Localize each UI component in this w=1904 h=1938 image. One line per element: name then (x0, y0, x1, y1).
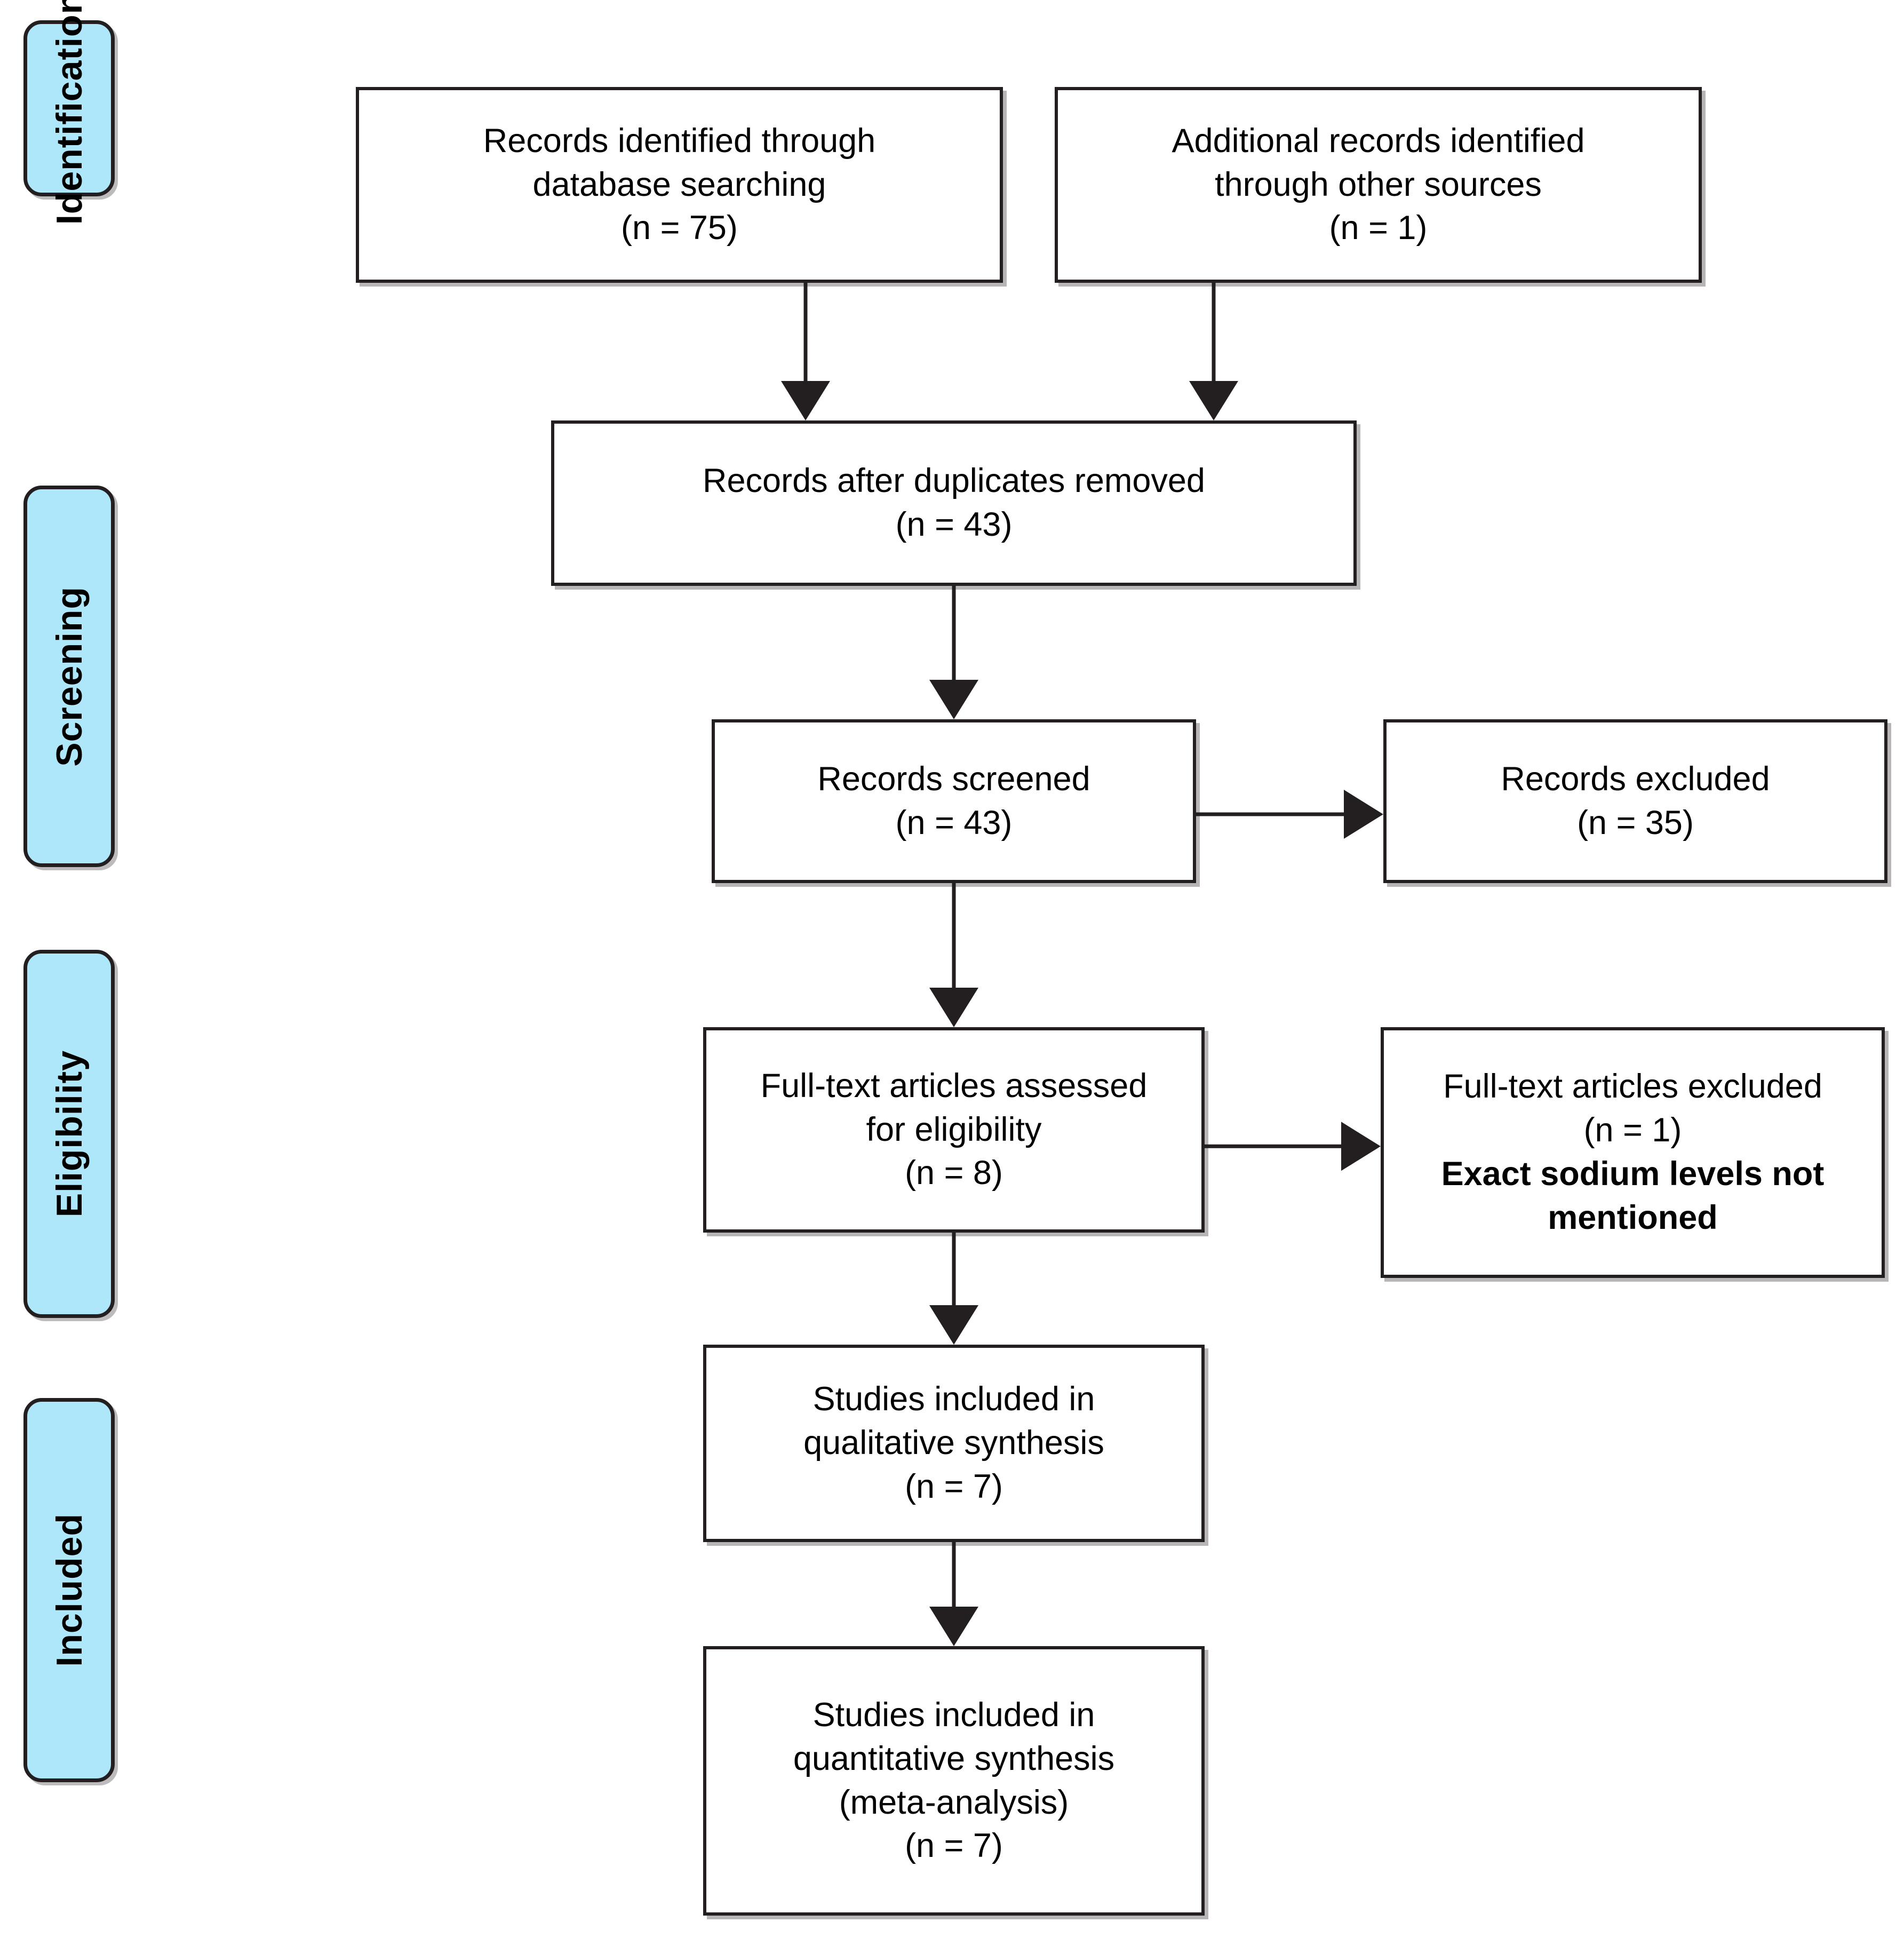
stage-label: Screening (49, 586, 90, 767)
connector-fulltext-to-fulltext-excluded-head (1341, 1122, 1381, 1171)
stage-label: Eligibility (49, 1050, 90, 1218)
flow-box-line: (n = 7) (905, 1467, 1003, 1505)
flow-box-line: (n = 8) (905, 1154, 1003, 1192)
flow-box-line: (n = 75) (621, 209, 738, 247)
flow-box-line: Studies included in (812, 1696, 1095, 1734)
flow-box-line: qualitative synthesis (803, 1424, 1104, 1462)
flow-box-text: Full-text articles assessed for eligibili… (751, 1065, 1157, 1196)
flow-box-records-identified-database: Records identified through database searc… (356, 87, 1003, 283)
flow-box-line: (n = 7) (905, 1827, 1003, 1865)
stage-label: Included (49, 1513, 90, 1667)
flow-box-line: (n = 35) (1577, 804, 1694, 841)
connector-screened-to-fulltext-head (929, 988, 978, 1027)
flow-box-line: (n = 43) (895, 506, 1013, 543)
flow-box-line: Records excluded (1501, 760, 1770, 798)
stage-pill-identification: Identification (23, 0, 115, 225)
connector-additional-to-duplicates-head (1189, 381, 1238, 420)
flow-box-line: (n = 1) (1329, 209, 1428, 247)
flow-box-line: Records after duplicates removed (703, 462, 1205, 500)
flow-box-line: Records identified through (483, 122, 876, 160)
flow-box-line: Full-text articles excluded (1443, 1068, 1822, 1106)
stage-label: Identification (49, 0, 90, 225)
flow-box-text: Studies included in qualitative synthesis… (794, 1378, 1114, 1509)
flow-box-records-screened: Records screened (n = 43) (712, 719, 1196, 883)
flow-box-text: Full-text articles excluded (n = 1) Exact … (1432, 1065, 1834, 1240)
flow-box-full-text-articles-excluded: Full-text articles excluded (n = 1) Exact … (1381, 1027, 1885, 1278)
flow-box-line: (n = 1) (1583, 1111, 1682, 1149)
flow-box-text: Records screened (n = 43) (808, 758, 1100, 845)
connector-fulltext-to-qualitative-head (929, 1305, 978, 1345)
flow-box-line: quantitative synthesis (793, 1740, 1115, 1777)
flow-box-studies-quantitative-synthesis: Studies included in quantitative synthesi… (703, 1646, 1205, 1916)
connector-duplicates-to-screened-head (929, 680, 978, 719)
flow-box-line: Studies included in (812, 1380, 1095, 1418)
flow-box-line: mentioned (1548, 1198, 1718, 1236)
flow-box-text: Records after duplicates removed (n = 43) (693, 459, 1215, 547)
flow-box-line: Records screened (817, 760, 1090, 798)
flow-box-line: Exact sodium levels not (1441, 1155, 1825, 1193)
stage-pill-eligibility: Eligibility (23, 950, 115, 1318)
flow-box-text: Additional records identified through oth… (1162, 120, 1595, 251)
flow-box-studies-qualitative-synthesis: Studies included in qualitative synthesis… (703, 1345, 1205, 1542)
flow-box-line: (n = 43) (895, 804, 1013, 841)
flow-box-line: through other sources (1215, 165, 1542, 203)
flow-box-additional-records-other-sources: Additional records identified through oth… (1055, 87, 1702, 283)
flow-box-records-excluded: Records excluded (n = 35) (1383, 719, 1887, 883)
flow-box-line: (meta-analysis) (839, 1783, 1069, 1821)
flow-box-records-after-duplicates-removed: Records after duplicates removed (n = 43) (551, 420, 1357, 586)
flow-box-line: Additional records identified (1172, 122, 1585, 160)
connector-identified-to-duplicates-head (781, 381, 830, 420)
stage-pill-screening: Screening (23, 486, 115, 867)
flow-box-text: Records excluded (n = 35) (1491, 758, 1779, 845)
flow-box-line: for eligibility (866, 1110, 1042, 1148)
flow-box-text: Studies included in quantitative synthesi… (784, 1694, 1124, 1869)
flow-box-line: database searching (532, 165, 826, 203)
flow-box-line: Full-text articles assessed (760, 1067, 1148, 1105)
connector-qualitative-to-quantitative-head (929, 1607, 978, 1646)
flow-box-text: Records identified through database searc… (474, 120, 885, 251)
flow-box-full-text-articles-assessed: Full-text articles assessed for eligibili… (703, 1027, 1205, 1233)
stage-pill-included: Included (23, 1398, 115, 1782)
connector-screened-to-excluded-head (1344, 790, 1383, 839)
